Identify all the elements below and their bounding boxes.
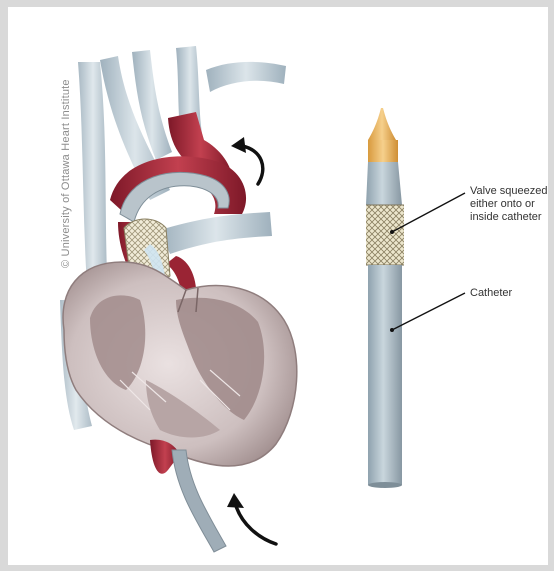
copyright-credit: © University of Ottawa Heart Institute xyxy=(60,79,72,268)
heart xyxy=(63,262,297,466)
catheter-detail xyxy=(366,108,465,488)
catheter-label: Catheter xyxy=(470,287,512,300)
valve-label: Valve squeezed either onto or inside cat… xyxy=(470,185,550,224)
curved-arrow-icon xyxy=(227,493,276,544)
